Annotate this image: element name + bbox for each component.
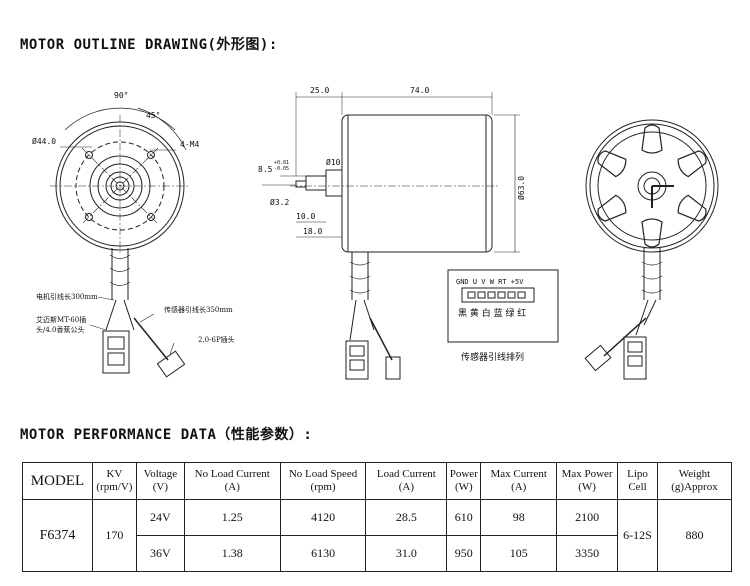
side-tol-dn: -0.05 <box>274 166 289 172</box>
header-no-load-speed: No Load Speed(rpm) <box>279 462 367 500</box>
cell-power: 950 <box>446 535 482 572</box>
front-angle-45: 45° <box>146 111 160 120</box>
table-row: 36V 1.38 6130 31.0 950 105 3350 <box>23 535 732 572</box>
cell-model: F6374 <box>22 499 93 572</box>
cell-lipo: 6-12S <box>617 499 658 572</box>
pin-diagram <box>447 269 559 343</box>
cell-power: 610 <box>446 499 482 536</box>
label-connector-1: 艾迈斯MT-60插 <box>36 315 86 324</box>
label-connector-2: 头/4.0香蕉公头 <box>36 325 85 334</box>
table-header-row: MODEL KV(rpm/V) Voltage(V) No Load Curre… <box>22 462 733 500</box>
side-d10: Ø10 <box>326 157 341 167</box>
side-18: 18.0 <box>303 227 322 236</box>
pin-labels: GND U V W RT +5V <box>456 278 524 286</box>
label-motor-lead: 电机引线长300mm <box>36 292 98 301</box>
cell-weight: 880 <box>656 499 733 572</box>
label-sensor-plug: 2.0-6P插头 <box>198 335 235 344</box>
side-d32: Ø3.2 <box>270 197 289 207</box>
header-kv: KV(rpm/V) <box>91 462 137 500</box>
label-sensor-lead: 传感器引线长350mm <box>164 305 233 314</box>
header-power: Power(W) <box>446 462 482 500</box>
cell-no-load-speed: 4120 <box>279 499 367 536</box>
cell-load-current: 28.5 <box>365 499 448 536</box>
header-voltage: Voltage(V) <box>135 462 185 500</box>
pin-caption: 传感器引线排列 <box>461 351 524 363</box>
performance-heading: MOTOR PERFORMANCE DATA（性能参数）: <box>20 427 313 443</box>
header-max-current: Max Current(A) <box>480 462 558 500</box>
cell-kv: 170 <box>91 499 137 572</box>
header-no-load-current: No Load Current(A) <box>183 462 281 500</box>
cell-load-current: 31.0 <box>365 535 448 572</box>
pin-colors: 黑 黄 白 蓝 绿 红 <box>458 307 526 319</box>
header-load-current: Load Current(A) <box>365 462 448 500</box>
cell-no-load-speed: 6130 <box>279 535 367 572</box>
motor-outline-drawing: 90° 45° Ø44.0 4-M4 25.0 74.0 8.5 +0.01 -… <box>32 86 719 380</box>
cell-max-power: 3350 <box>556 535 619 572</box>
side-len-74: 74.0 <box>410 86 429 95</box>
table-row: F6374 170 24V 1.25 4120 28.5 610 98 2100… <box>22 499 733 572</box>
side-d63: Ø63.0 <box>516 176 526 200</box>
header-weight: Weight(g)Approx <box>656 462 733 500</box>
side-tol-up: +0.01 <box>274 160 289 166</box>
front-thread: 4-M4 <box>180 140 199 149</box>
header-model: MODEL <box>22 462 93 500</box>
front-angle-90: 90° <box>114 91 128 100</box>
cell-no-load-current: 1.38 <box>183 535 281 572</box>
cell-max-power: 2100 <box>556 499 619 536</box>
cell-max-current: 105 <box>480 535 558 572</box>
cell-voltage: 36V <box>135 535 185 572</box>
header-max-power: Max Power(W) <box>556 462 619 500</box>
side-tol: 8.5 <box>258 165 273 174</box>
side-10: 10.0 <box>296 212 315 221</box>
cell-no-load-current: 1.25 <box>183 499 281 536</box>
performance-table: MODEL KV(rpm/V) Voltage(V) No Load Curre… <box>22 462 733 572</box>
cell-max-current: 98 <box>480 499 558 536</box>
outline-heading: MOTOR OUTLINE DRAWING(外形图): <box>20 37 278 53</box>
side-view <box>262 92 520 380</box>
cell-voltage: 24V <box>135 499 185 536</box>
side-len-25: 25.0 <box>310 86 329 95</box>
front-view <box>50 107 190 378</box>
rear-view <box>584 119 719 380</box>
front-diameter: Ø44.0 <box>32 136 56 146</box>
